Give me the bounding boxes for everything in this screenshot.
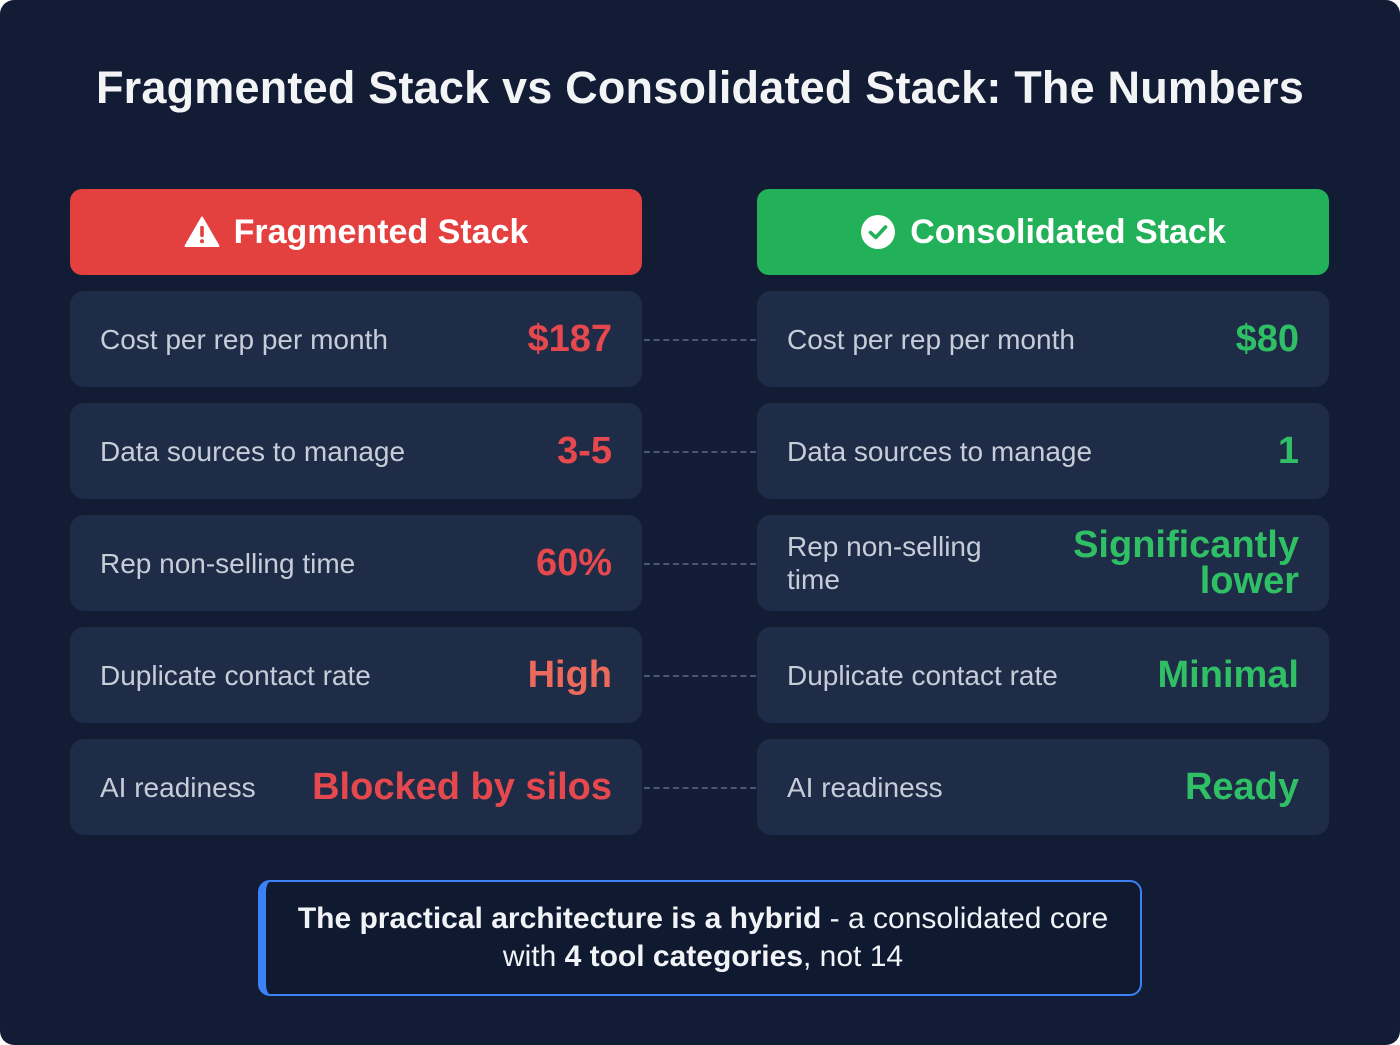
dashed-connector [644, 787, 756, 789]
row-value: 60% [535, 542, 612, 584]
fragmented-row-duplicate-rate: Duplicate contact rate High [70, 627, 642, 723]
row-label: AI readiness [787, 771, 943, 803]
row-value: $187 [527, 318, 612, 360]
warning-triangle-icon [184, 216, 220, 248]
fragmented-row-cost: Cost per rep per month $187 [70, 291, 642, 387]
row-value: 1 [1277, 430, 1299, 472]
row-value: 3-5 [557, 430, 612, 472]
consolidated-row-non-selling-time: Rep non-selling time Significantly lower [757, 515, 1329, 611]
fragmented-stack-header: Fragmented Stack [70, 189, 642, 275]
row-label: Rep non-selling time [100, 547, 356, 579]
row-value: Significantly lower [1073, 524, 1299, 602]
callout-text-1: - a consolidated core with [502, 902, 1109, 973]
callout-bold-2: 4 tool categories [564, 940, 803, 973]
row-value: Ready [1184, 766, 1299, 808]
consolidated-row-ai-readiness: AI readiness Ready [757, 739, 1329, 835]
fragmented-row-non-selling-time: Rep non-selling time 60% [70, 515, 642, 611]
summary-callout: The practical architecture is a hybrid -… [258, 880, 1142, 996]
row-label: Cost per rep per month [787, 323, 1075, 355]
callout-text-2: , not 14 [803, 940, 904, 973]
row-label: Rep non-selling time [787, 531, 982, 595]
dashed-connector [644, 451, 756, 453]
callout-text: The practical architecture is a hybrid -… [296, 900, 1110, 976]
row-label: Data sources to manage [787, 435, 1093, 467]
callout-bold-1: The practical architecture is a hybrid [297, 902, 822, 935]
fragmented-row-data-sources: Data sources to manage 3-5 [70, 403, 642, 499]
row-value: Blocked by silos [312, 766, 612, 808]
row-value: Minimal [1157, 654, 1299, 696]
consolidated-row-cost: Cost per rep per month $80 [757, 291, 1329, 387]
fragmented-stack-header-label: Fragmented Stack [233, 212, 529, 251]
row-label: Duplicate contact rate [100, 659, 371, 691]
dashed-connector [644, 339, 756, 341]
fragmented-row-ai-readiness: AI readiness Blocked by silos [70, 739, 642, 835]
consolidated-stack-header: Consolidated Stack [757, 189, 1329, 275]
dashed-connector [644, 675, 756, 677]
check-circle-icon [860, 214, 896, 250]
row-label: Data sources to manage [100, 435, 406, 467]
row-label: Cost per rep per month [100, 323, 388, 355]
page-title: Fragmented Stack vs Consolidated Stack: … [95, 62, 1305, 113]
row-value: $80 [1235, 318, 1299, 360]
row-label: AI readiness [100, 771, 256, 803]
row-label: Duplicate contact rate [787, 659, 1058, 691]
row-value: High [527, 654, 612, 696]
consolidated-stack-header-label: Consolidated Stack [910, 212, 1226, 251]
dashed-connector [644, 563, 756, 565]
consolidated-row-data-sources: Data sources to manage 1 [757, 403, 1329, 499]
consolidated-row-duplicate-rate: Duplicate contact rate Minimal [757, 627, 1329, 723]
